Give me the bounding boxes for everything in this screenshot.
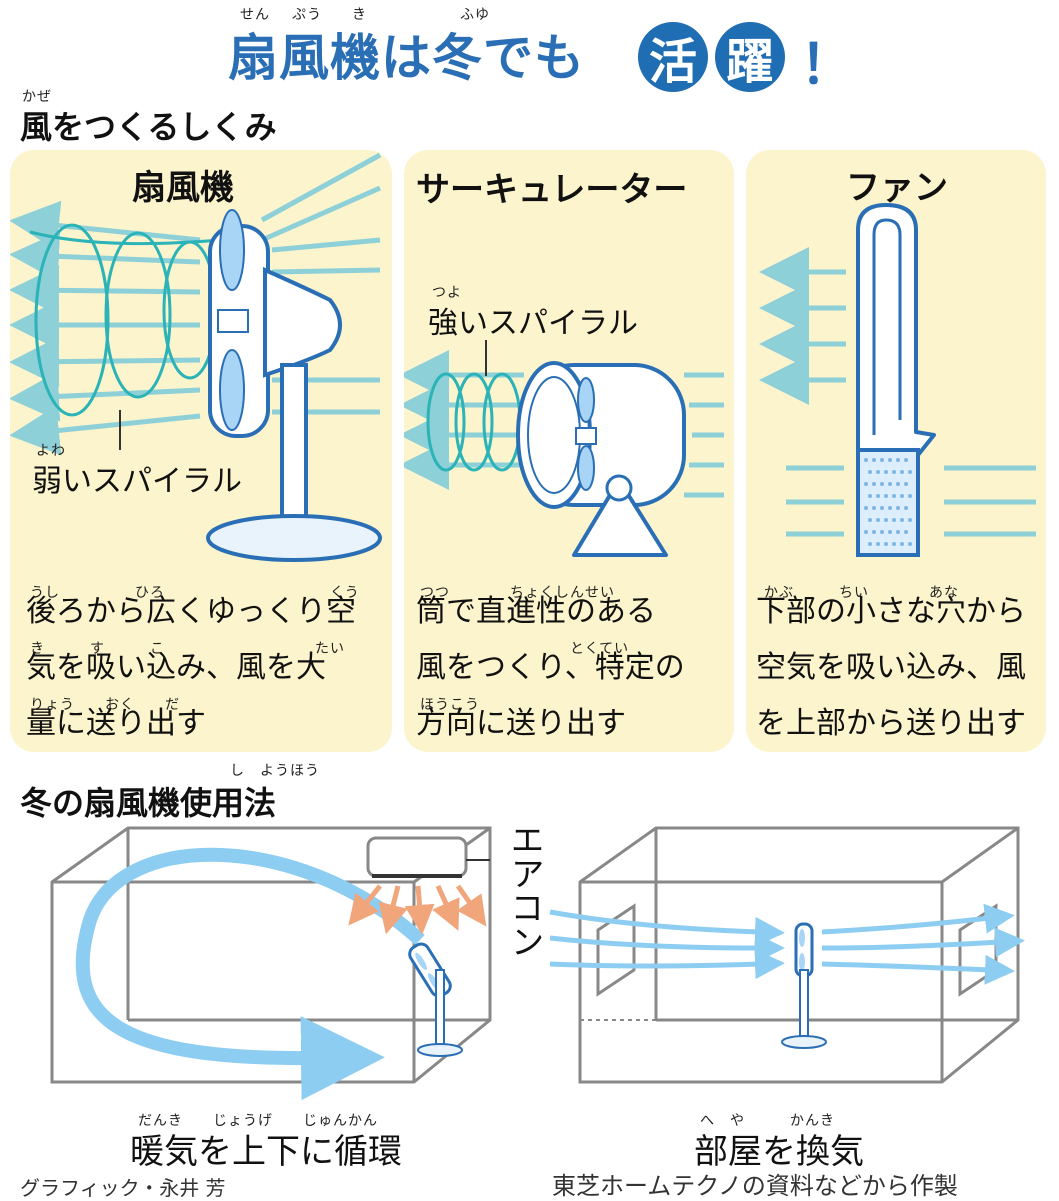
badge-yaku: 躍 — [715, 22, 785, 92]
caption-right-ruby: へ や かんき — [700, 1113, 835, 1129]
circulator-illustration — [404, 340, 724, 557]
senpuki-ruby-2: き す こ たい — [30, 641, 345, 657]
circulator-title: サーキュレーター — [416, 170, 688, 210]
fan-line-1: 下部の小さな穴から — [756, 594, 1026, 629]
winter-usage-illustration — [50, 826, 1025, 1101]
title-ruby-sen: せん — [240, 7, 270, 23]
fan-ruby-1: かぶ ちい あな — [764, 585, 959, 601]
fan-title: ファン — [846, 168, 948, 208]
badge-ruby-katsu: かつ — [660, 7, 690, 23]
senpuki-line-1: 後ろから広くゆっくり空 — [26, 594, 356, 629]
circulator-ruby-3: ほうこう — [420, 697, 480, 713]
aircon-label: エアコン — [504, 822, 544, 958]
senpuki-ruby-3: りょう おく だ — [30, 697, 180, 713]
caption-right: 部屋を換気 — [694, 1132, 864, 1172]
caption-left: 暖気を上下に循環 — [130, 1132, 402, 1172]
credit-left: グラフィック・永井 芳 — [20, 1176, 226, 1200]
circulator-spiral-ruby: つよ — [432, 285, 462, 301]
senpuki-spiral-label: 弱いスパイラル — [32, 464, 242, 499]
section1-ruby: かぜ — [22, 89, 52, 105]
badge-ruby-yaku: やく — [735, 7, 765, 23]
title-ruby-pu: ぷう — [292, 7, 322, 23]
page-title: 扇風機は冬でも — [228, 29, 585, 87]
circulator-line-2: 風をつくり、特定の — [416, 650, 685, 685]
badge-katsu: 活 — [638, 22, 708, 92]
title-ruby-fuyu: ふゆ — [460, 7, 490, 23]
credit-right: 東芝ホームテクノの資料などから作製 — [552, 1172, 958, 1200]
fan-line-2: 空気を吸い込み、風 — [756, 650, 1026, 685]
senpuki-title: 扇風機 — [132, 168, 234, 208]
senpuki-illustration — [10, 152, 382, 562]
senpuki-line-2: 気を吸い込み、風を大 — [26, 650, 326, 685]
circulator-ruby-2: とくてい — [420, 641, 630, 657]
fan-illustration — [759, 203, 1036, 557]
fan-line-3: を上部から送り出す — [756, 706, 1026, 741]
circulator-line-1: 筒で直進性のある — [416, 594, 656, 629]
title-ruby-ki: き — [352, 7, 367, 23]
circulator-spiral-label: 強いスパイラル — [428, 306, 638, 341]
senpuki-ruby-1: うし ひろ くう — [30, 585, 360, 601]
senpuki-spiral-ruby: よわ — [36, 443, 66, 459]
section2-ruby: し ようほう — [230, 763, 320, 779]
caption-left-ruby: だんき じょうげ じゅんかん — [138, 1113, 378, 1129]
section1-heading: 風をつくるしくみ — [20, 108, 277, 146]
section2-heading: 冬の扇風機使用法 — [20, 784, 277, 822]
circulator-line-3: 方向に送り出す — [416, 706, 626, 741]
circulator-ruby-1: つつ ちょくしんせい — [420, 585, 615, 601]
senpuki-line-3: 量に送り出す — [26, 706, 206, 741]
title-exclaim: ！ — [800, 33, 854, 96]
